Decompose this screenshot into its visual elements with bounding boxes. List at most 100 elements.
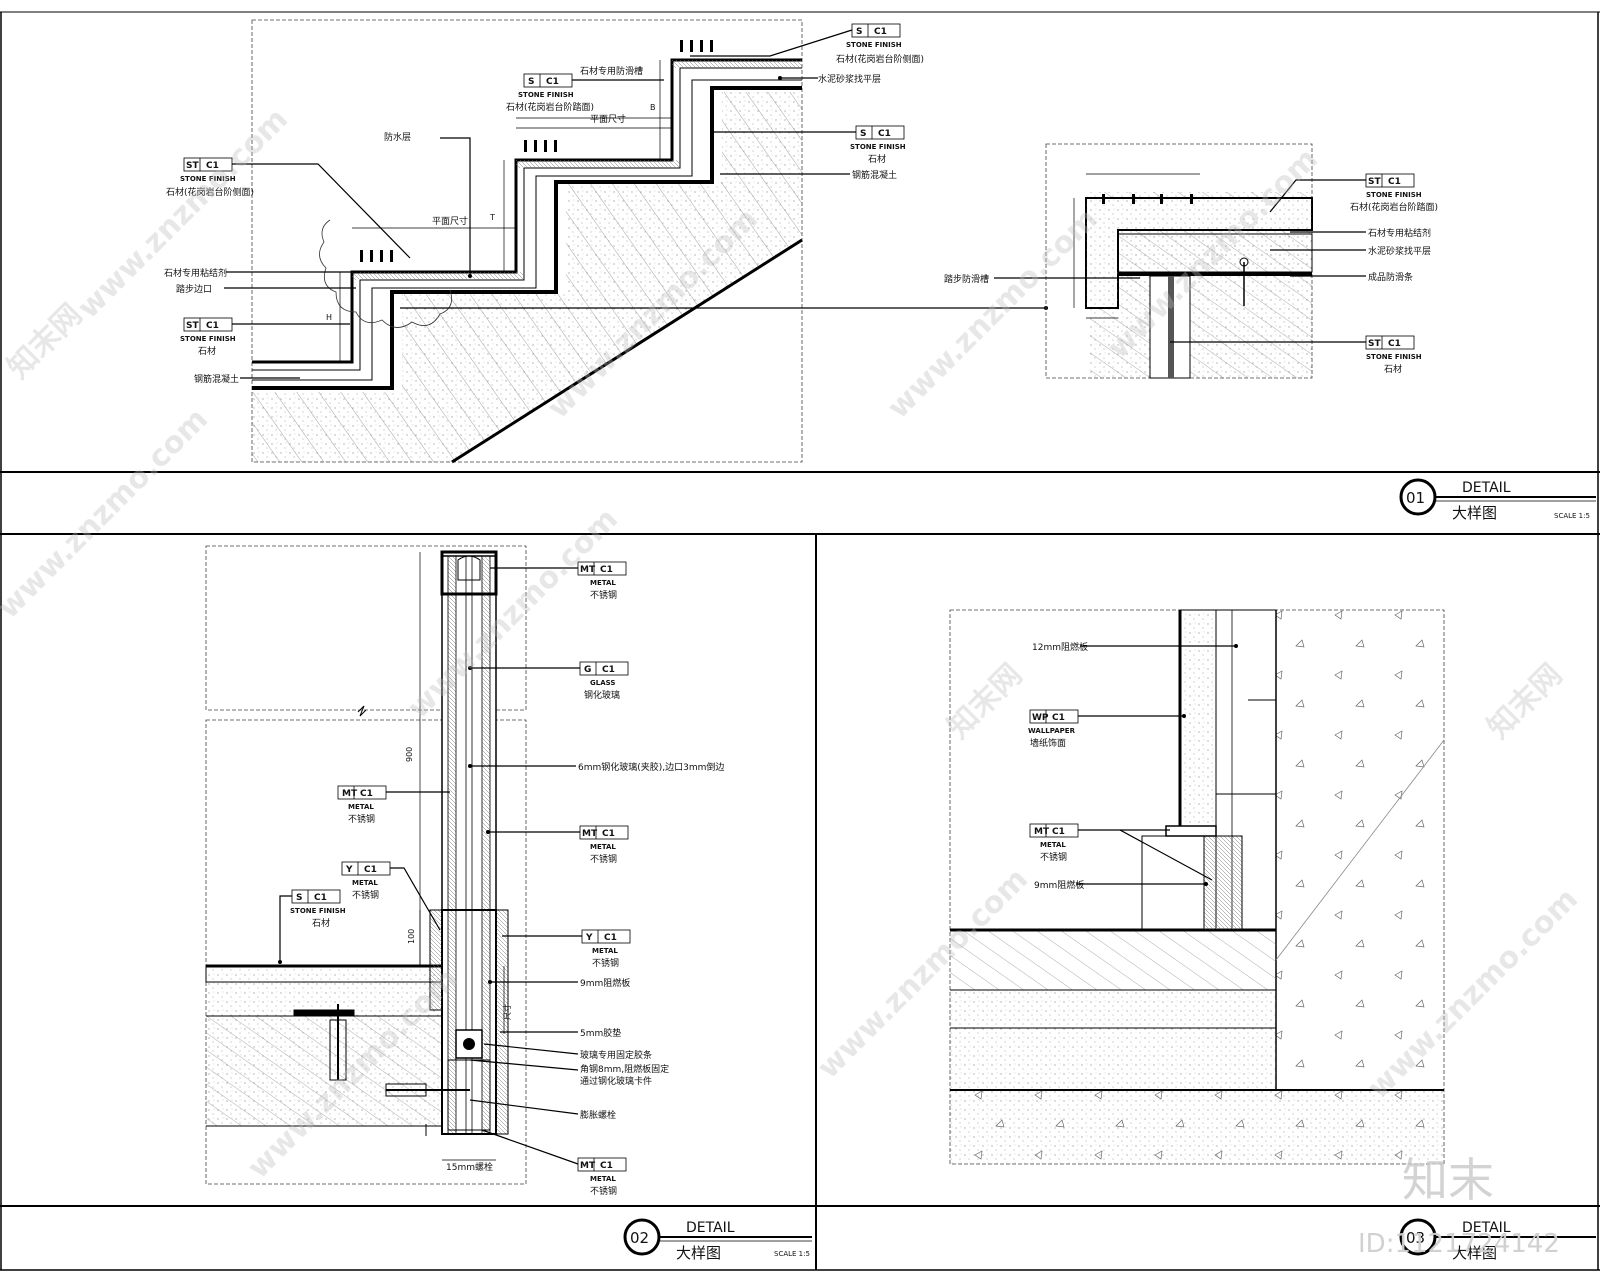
svg-text:石材(花岗岩台阶侧面): 石材(花岗岩台阶侧面) [166, 186, 254, 198]
svg-text:C1: C1 [314, 893, 327, 903]
detail-title-zh: 大样图 [1452, 504, 1497, 522]
svg-text:Y: Y [345, 865, 353, 875]
svg-text:ST: ST [186, 321, 199, 331]
note-leveling-layer: 水泥砂浆找平层 [818, 73, 881, 85]
sheet-frames [0, 11, 1600, 1271]
svg-text:不锈钢: 不锈钢 [592, 957, 619, 969]
svg-text:知末网: 知末网 [941, 657, 1029, 745]
dim-900: 900 [405, 747, 414, 762]
svg-text:C1: C1 [602, 665, 615, 675]
svg-text:STONE FINISH: STONE FINISH [1366, 353, 1422, 361]
svg-text:STONE FINISH: STONE FINISH [850, 143, 906, 151]
svg-text:C1: C1 [206, 161, 219, 171]
svg-text:MT: MT [582, 829, 598, 839]
svg-text:WP: WP [1032, 713, 1049, 723]
svg-text:C1: C1 [1052, 827, 1065, 837]
svg-text:不锈钢: 不锈钢 [348, 813, 375, 825]
svg-text:C1: C1 [878, 129, 891, 139]
note-leveling-2: 水泥砂浆找平层 [1368, 245, 1431, 257]
detail-01-drawing: H T B 平面尺寸 平面尺寸 [251, 19, 803, 464]
dim-h: H [326, 313, 332, 322]
note-rebar-concrete-2: 钢筋混凝土 [194, 373, 239, 385]
svg-text:G: G [584, 665, 591, 675]
svg-text:MT: MT [1034, 827, 1050, 837]
detail-title-zh: 大样图 [1452, 1244, 1497, 1262]
svg-text:不锈钢: 不锈钢 [590, 1185, 617, 1197]
svg-text:ST: ST [186, 161, 199, 171]
note-board-9mm-03: 9mm阻燃板 [1034, 879, 1084, 891]
material-tag: G C1 GLASS 钢化玻璃 [579, 661, 629, 701]
svg-text:www.znzmo.com: www.znzmo.com [881, 202, 1105, 426]
svg-text:C1: C1 [1388, 339, 1401, 349]
note-adhesive: 石材专用粘结剂 [164, 267, 227, 279]
svg-text:C1: C1 [874, 27, 887, 37]
detail-title-en: DETAIL [1462, 480, 1511, 496]
detail-number: 03 [1406, 1229, 1425, 1247]
svg-text:不锈钢: 不锈钢 [590, 589, 617, 601]
detail-01-annotations: S C1 STONE FINISH 石材(花岗岩台阶侧面) 石材专用防滑槽 水泥… [164, 23, 1048, 385]
svg-text:不锈钢: 不锈钢 [352, 889, 379, 901]
dim-b: B [650, 103, 656, 112]
note-angle-steel: 角钢8mm,阻燃板固定 [580, 1063, 669, 1075]
dim-size: 尺寸 [502, 1004, 512, 1020]
svg-text:Y: Y [585, 933, 593, 943]
detail-02-annotations: MT C1 METAL 不锈钢 G C1 GLASS 钢化玻璃 6mm钢化玻璃(… [278, 561, 724, 1197]
material-tag: ST C1 STONE FINISH 石材(花岗岩台阶侧面) [166, 157, 254, 198]
material-tag: MT C1 METAL 不锈钢 [337, 785, 387, 825]
svg-text:STONE FINISH: STONE FINISH [1366, 191, 1422, 199]
svg-text:C1: C1 [364, 865, 377, 875]
dim-t: T [489, 213, 495, 222]
svg-text:MT: MT [342, 789, 358, 799]
detail-01-title: 01 DETAIL 大样图 SCALE 1:5 [1399, 478, 1596, 522]
svg-text:C1: C1 [602, 829, 615, 839]
note-gasket: 5mm胶垫 [580, 1027, 621, 1039]
svg-text:S: S [856, 27, 862, 37]
svg-text:WALLPAPER: WALLPAPER [1028, 727, 1076, 735]
svg-text:C1: C1 [1052, 713, 1065, 723]
note-step-edge: 踏步边口 [176, 283, 212, 295]
material-tag: MT C1 METAL 不锈钢 [577, 561, 627, 601]
svg-text:墙纸饰面: 墙纸饰面 [1030, 737, 1066, 749]
note-board-12mm: 12mm阻燃板 [1032, 641, 1088, 653]
note-groove: 踏步防滑槽 [944, 273, 989, 285]
svg-text:www.znzmo.com: www.znzmo.com [0, 402, 215, 626]
svg-text:石材(花岗岩台阶侧面): 石材(花岗岩台阶侧面) [836, 53, 924, 65]
svg-text:石材(花岗岩台阶踏面): 石材(花岗岩台阶踏面) [506, 101, 594, 113]
detail-number: 02 [630, 1229, 649, 1247]
material-tag: ST C1 STONE FINISH 石材(花岗岩台阶踏面) [1350, 173, 1438, 213]
note-adhesive-2: 石材专用粘结剂 [1368, 227, 1431, 239]
svg-text:S: S [296, 893, 302, 903]
watermark-logo: 知末 [1402, 1153, 1494, 1207]
watermark-id: ID:1121724142 [1358, 1229, 1560, 1259]
note-glass-strip: 玻璃专用固定胶条 [580, 1049, 652, 1061]
detail-03-title: 03 DETAIL 大样图 [1399, 1218, 1596, 1262]
svg-text:C1: C1 [604, 933, 617, 943]
svg-text:C1: C1 [1388, 177, 1401, 187]
svg-text:STONE FINISH: STONE FINISH [518, 91, 574, 99]
material-tag: S C1 STONE FINISH 石材(花岗岩台阶侧面) [836, 23, 924, 65]
material-tag: S C1 STONE FINISH 石材(花岗岩台阶踏面) [506, 73, 594, 113]
detail-02-drawing: 900 100 尺寸 [205, 545, 527, 1185]
note-waterproof: 防水层 [384, 131, 411, 143]
svg-text:METAL: METAL [352, 879, 378, 887]
dim-100: 100 [407, 929, 416, 944]
svg-text:METAL: METAL [592, 947, 618, 955]
svg-text:石材: 石材 [1384, 363, 1402, 375]
detail-02-title: 02 DETAIL 大样图 SCALE 1:5 [623, 1218, 812, 1262]
note-anti-slip-groove: 石材专用防滑槽 [580, 65, 643, 77]
material-tag: MT C1 METAL 不锈钢 [577, 1157, 627, 1197]
note-plan-size-2: 平面尺寸 [432, 215, 468, 227]
detail-scale: SCALE 1:5 [774, 1250, 810, 1258]
svg-text:知末网: 知末网 [1481, 657, 1569, 745]
svg-text:ST: ST [1368, 339, 1381, 349]
svg-text:METAL: METAL [590, 1175, 616, 1183]
svg-text:S: S [528, 77, 534, 87]
svg-text:GLASS: GLASS [590, 679, 615, 687]
detail-title-en: DETAIL [1462, 1220, 1511, 1236]
detail-title-en: DETAIL [686, 1220, 735, 1236]
svg-text:ST: ST [1368, 177, 1381, 187]
material-tag: WP C1 WALLPAPER 墙纸饰面 [1028, 709, 1079, 749]
note-plan-size-1: 平面尺寸 [590, 113, 626, 125]
svg-text:S: S [860, 129, 866, 139]
svg-text:STONE FINISH: STONE FINISH [180, 335, 236, 343]
